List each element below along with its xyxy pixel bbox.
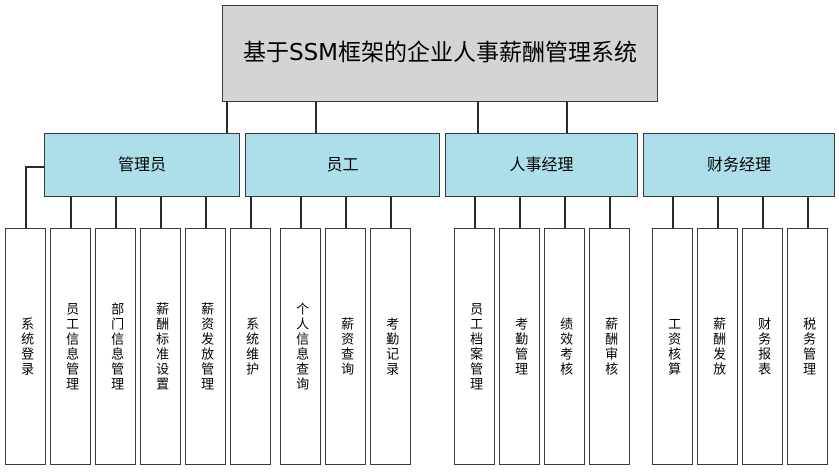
leaf-node-payroll-accounting[interactable]: 工资核算 — [652, 228, 693, 465]
leaf-node-label: 薪资发放管理 — [198, 301, 214, 392]
connector-admin-to-leaf-5 — [205, 197, 207, 228]
role-node-label: 人事经理 — [509, 155, 574, 175]
leaf-node-label: 系统维护 — [243, 316, 259, 377]
connector-hr-to-leaf-1 — [474, 197, 476, 228]
leaf-node-system-login[interactable]: 系统登录 — [5, 228, 46, 465]
connector-finance-to-leaf-1 — [672, 197, 674, 228]
leaf-node-salary-audit[interactable]: 薪酬审核 — [589, 228, 630, 465]
leaf-node-label: 绩效考核 — [557, 316, 573, 377]
connector-employee-to-leaf-2 — [345, 197, 347, 228]
role-node-label: 管理员 — [117, 155, 166, 175]
role-node-label: 财务经理 — [706, 155, 771, 175]
root-node-label: 基于SSM框架的企业人事薪酬管理系统 — [242, 39, 638, 66]
root-node-system-title[interactable]: 基于SSM框架的企业人事薪酬管理系统 — [222, 5, 658, 102]
connector-hr-to-leaf-4 — [609, 197, 611, 228]
connector-root-to-role-4 — [566, 101, 568, 133]
leaf-node-salary-payment-management[interactable]: 薪资发放管理 — [185, 228, 226, 465]
leaf-node-label: 部门信息管理 — [108, 301, 124, 392]
leaf-node-system-maintenance[interactable]: 系统维护 — [230, 228, 271, 465]
leaf-node-tax-management[interactable]: 税务管理 — [787, 228, 828, 465]
connector-hr-to-leaf-2 — [519, 197, 521, 228]
leaf-node-label: 系统登录 — [18, 316, 34, 377]
leaf-node-employee-file-management[interactable]: 员工档案管理 — [454, 228, 495, 465]
leaf-node-label: 个人信息查询 — [293, 301, 309, 392]
leaf-node-attendance-management[interactable]: 考勤管理 — [499, 228, 540, 465]
connector-admin-left-elbow-vertical — [25, 166, 27, 228]
leaf-node-label: 财务报表 — [755, 316, 771, 377]
leaf-node-salary-standard-setting[interactable]: 薪酬标准设置 — [140, 228, 181, 465]
connector-finance-to-leaf-4 — [807, 197, 809, 228]
connector-admin-to-leaf-4 — [160, 197, 162, 228]
leaf-node-attendance-record[interactable]: 考勤记录 — [370, 228, 411, 465]
connector-root-to-role-3 — [477, 101, 479, 133]
leaf-node-salary-query[interactable]: 薪资查询 — [325, 228, 366, 465]
role-node-label: 员工 — [326, 155, 359, 175]
leaf-node-salary-disbursement[interactable]: 薪酬发放 — [697, 228, 738, 465]
connector-admin-to-leaf-2 — [70, 197, 72, 228]
leaf-node-financial-statement[interactable]: 财务报表 — [742, 228, 783, 465]
leaf-node-label: 薪资查询 — [338, 316, 354, 377]
connector-admin-to-leaf-3 — [115, 197, 117, 228]
connector-finance-to-leaf-3 — [762, 197, 764, 228]
role-node-hr-manager[interactable]: 人事经理 — [445, 133, 638, 197]
leaf-node-label: 工资核算 — [665, 316, 681, 377]
connector-root-to-role-1 — [226, 101, 228, 133]
connector-root-to-role-2 — [315, 101, 317, 133]
role-node-administrator[interactable]: 管理员 — [44, 133, 240, 197]
leaf-node-personal-info-query[interactable]: 个人信息查询 — [280, 228, 321, 465]
leaf-node-department-info-management[interactable]: 部门信息管理 — [95, 228, 136, 465]
leaf-node-label: 薪酬发放 — [710, 316, 726, 377]
leaf-node-label: 考勤管理 — [512, 316, 528, 377]
connector-finance-to-leaf-2 — [717, 197, 719, 228]
role-node-employee[interactable]: 员工 — [245, 133, 440, 197]
connector-employee-to-leaf-3 — [390, 197, 392, 228]
leaf-node-label: 考勤记录 — [383, 316, 399, 377]
leaf-node-performance-appraisal[interactable]: 绩效考核 — [544, 228, 585, 465]
connector-admin-left-elbow-horizontal — [25, 166, 45, 168]
leaf-node-label: 员工档案管理 — [467, 301, 483, 392]
leaf-node-employee-info-management[interactable]: 员工信息管理 — [50, 228, 91, 465]
leaf-node-label: 员工信息管理 — [63, 301, 79, 392]
leaf-node-label: 薪酬审核 — [602, 316, 618, 377]
leaf-node-label: 税务管理 — [800, 316, 816, 377]
connector-employee-to-leaf-1 — [300, 197, 302, 228]
connector-hr-to-leaf-3 — [564, 197, 566, 228]
role-node-finance-manager[interactable]: 财务经理 — [643, 133, 835, 197]
connector-admin-to-leaf-6 — [250, 197, 252, 228]
leaf-node-label: 薪酬标准设置 — [153, 301, 169, 392]
